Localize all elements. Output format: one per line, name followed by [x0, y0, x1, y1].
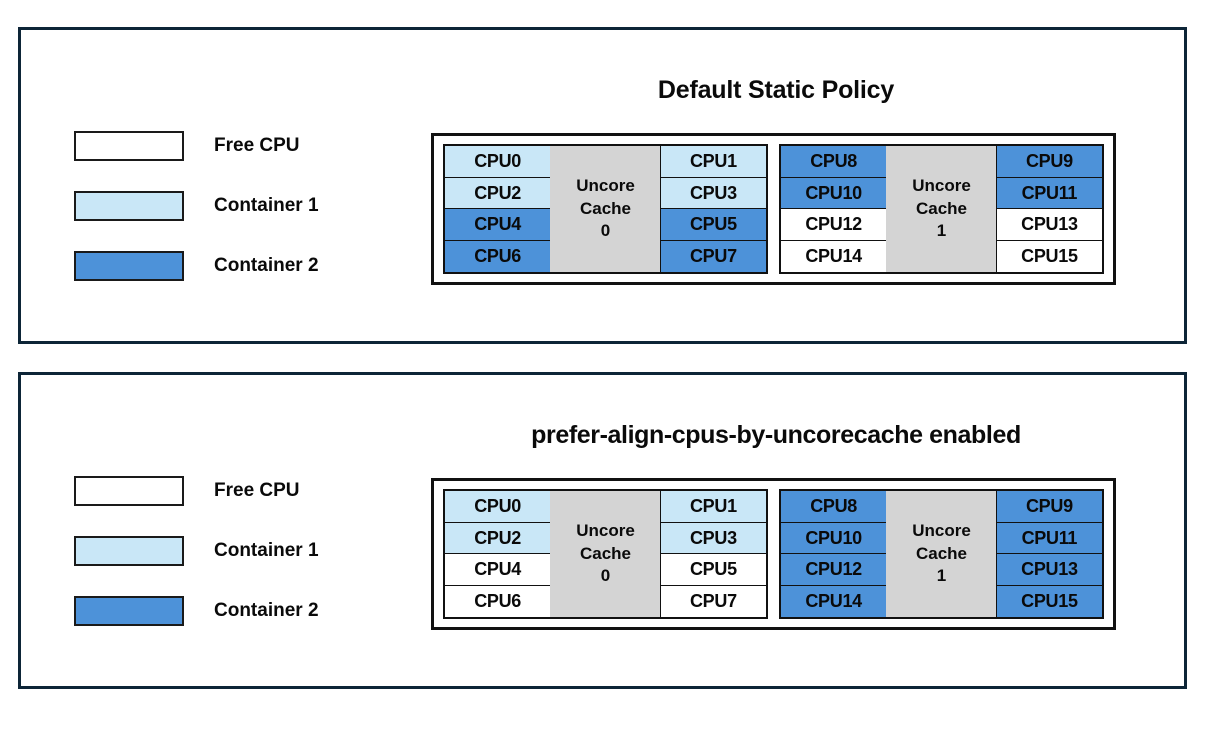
- cache-group-0: CPU0 CPU2 CPU4 CPU6 Uncore Cache 0 CPU1 …: [443, 489, 768, 619]
- cpu-cell: CPU8: [780, 145, 887, 179]
- cpu-cell: CPU2: [444, 521, 551, 555]
- legend-item-container-1: Container 1: [74, 521, 374, 581]
- legend: Free CPU Container 1 Container 2: [74, 461, 374, 641]
- cpu-column-left: CPU0 CPU2 CPU4 CPU6: [444, 145, 551, 273]
- cache-group-1: CPU8 CPU10 CPU12 CPU14 Uncore Cache 1 CP…: [779, 144, 1104, 274]
- uncore-cache-line-1: Uncore: [912, 520, 971, 540]
- cpu-cell: CPU0: [444, 490, 551, 524]
- cpu-cell: CPU6: [444, 584, 551, 618]
- cpu-cell: CPU15: [996, 584, 1103, 618]
- legend-swatch-container-2: [74, 596, 184, 626]
- uncore-cache-index: 0: [600, 221, 611, 241]
- uncore-cache-line-2: Cache: [915, 198, 968, 218]
- legend-item-free-cpu: Free CPU: [74, 116, 374, 176]
- cpu-cell: CPU13: [996, 553, 1103, 587]
- page-title: prefer-align-cpus-by-uncorecache enabled: [531, 421, 1021, 449]
- cpu-cell: CPU2: [444, 176, 551, 210]
- uncore-cache-index: 0: [600, 566, 611, 586]
- cpu-cell: CPU12: [780, 208, 887, 242]
- page-title: Default Static Policy: [657, 76, 895, 104]
- cpu-cell: CPU1: [660, 490, 767, 524]
- cpu-cell: CPU10: [780, 521, 887, 555]
- legend-swatch-free-cpu: [74, 476, 184, 506]
- cpu-cell: CPU15: [996, 239, 1103, 273]
- cache-group-1: CPU8 CPU10 CPU12 CPU14 Uncore Cache 1 CP…: [779, 489, 1104, 619]
- cpu-cell: CPU13: [996, 208, 1103, 242]
- cpu-cell: CPU7: [660, 239, 767, 273]
- uncore-cache-line-1: Uncore: [576, 520, 635, 540]
- legend-label-container-2: Container 2: [214, 255, 319, 276]
- cpu-cell: CPU14: [780, 239, 887, 273]
- cpu-column-right: CPU9 CPU11 CPU13 CPU15: [996, 145, 1103, 273]
- legend-swatch-container-1: [74, 536, 184, 566]
- cpu-cell: CPU11: [996, 176, 1103, 210]
- cpu-column-left: CPU8 CPU10 CPU12 CPU14: [780, 490, 887, 618]
- legend: Free CPU Container 1 Container 2: [74, 116, 374, 296]
- diagram-panel-default-static-policy: Default Static Policy Free CPU Container…: [18, 27, 1187, 344]
- cache-group-0: CPU0 CPU2 CPU4 CPU6 Uncore Cache 0 CPU1 …: [443, 144, 768, 274]
- cpu-cell: CPU5: [660, 208, 767, 242]
- uncore-cache-label: Uncore Cache 0: [550, 491, 661, 617]
- cpu-column-left: CPU8 CPU10 CPU12 CPU14: [780, 145, 887, 273]
- cpu-cell: CPU1: [660, 145, 767, 179]
- uncore-cache-label: Uncore Cache 0: [550, 146, 661, 272]
- legend-swatch-container-1: [74, 191, 184, 221]
- legend-item-container-1: Container 1: [74, 176, 374, 236]
- cpu-cell: CPU7: [660, 584, 767, 618]
- legend-label-free-cpu: Free CPU: [214, 480, 300, 501]
- uncore-cache-line-1: Uncore: [576, 175, 635, 195]
- cpu-cell: CPU4: [444, 553, 551, 587]
- cpu-cell: CPU3: [660, 176, 767, 210]
- cpu-column-left: CPU0 CPU2 CPU4 CPU6: [444, 490, 551, 618]
- cpu-column-right: CPU1 CPU3 CPU5 CPU7: [660, 490, 767, 618]
- legend-label-container-1: Container 1: [214, 540, 319, 561]
- cpu-cell: CPU11: [996, 521, 1103, 555]
- legend-swatch-free-cpu: [74, 131, 184, 161]
- cpu-column-right: CPU9 CPU11 CPU13 CPU15: [996, 490, 1103, 618]
- cpu-cell: CPU10: [780, 176, 887, 210]
- cpu-cell: CPU8: [780, 490, 887, 524]
- cpu-cell: CPU0: [444, 145, 551, 179]
- diagram-panel-prefer-align-enabled: prefer-align-cpus-by-uncorecache enabled…: [18, 372, 1187, 689]
- uncore-cache-index: 1: [936, 566, 947, 586]
- uncore-cache-label: Uncore Cache 1: [886, 491, 997, 617]
- cpu-topology-diagram: CPU0 CPU2 CPU4 CPU6 Uncore Cache 0 CPU1 …: [431, 133, 1116, 285]
- cpu-cell: CPU5: [660, 553, 767, 587]
- legend-label-container-1: Container 1: [214, 195, 319, 216]
- uncore-cache-index: 1: [936, 221, 947, 241]
- cpu-topology-diagram: CPU0 CPU2 CPU4 CPU6 Uncore Cache 0 CPU1 …: [431, 478, 1116, 630]
- cpu-cell: CPU14: [780, 584, 887, 618]
- legend-label-container-2: Container 2: [214, 600, 319, 621]
- legend-item-container-2: Container 2: [74, 581, 374, 641]
- cpu-cell: CPU4: [444, 208, 551, 242]
- uncore-cache-line-2: Cache: [915, 543, 968, 563]
- uncore-cache-line-2: Cache: [579, 198, 632, 218]
- cpu-cell: CPU9: [996, 490, 1103, 524]
- legend-label-free-cpu: Free CPU: [214, 135, 300, 156]
- uncore-cache-line-2: Cache: [579, 543, 632, 563]
- legend-item-free-cpu: Free CPU: [74, 461, 374, 521]
- cpu-column-right: CPU1 CPU3 CPU5 CPU7: [660, 145, 767, 273]
- cpu-cell: CPU6: [444, 239, 551, 273]
- legend-item-container-2: Container 2: [74, 236, 374, 296]
- cpu-cell: CPU12: [780, 553, 887, 587]
- cpu-cell: CPU9: [996, 145, 1103, 179]
- uncore-cache-label: Uncore Cache 1: [886, 146, 997, 272]
- cpu-cell: CPU3: [660, 521, 767, 555]
- uncore-cache-line-1: Uncore: [912, 175, 971, 195]
- legend-swatch-container-2: [74, 251, 184, 281]
